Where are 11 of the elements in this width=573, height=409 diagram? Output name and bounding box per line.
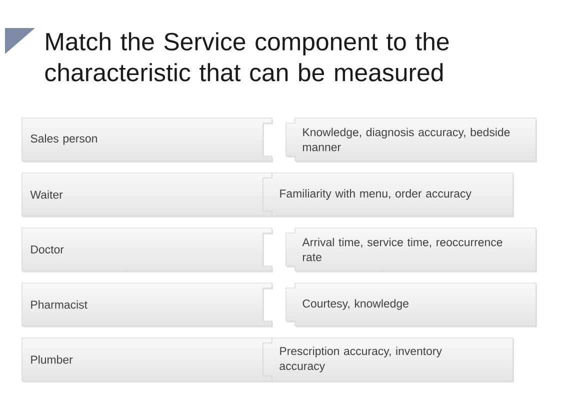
puzzle-piece: Prescription accuracy, inventory accuracy: [262, 338, 514, 382]
puzzle-piece: Waiter: [22, 172, 273, 218]
puzzle-piece: Courtesy, knowledge: [286, 282, 537, 328]
puzzle-piece: Pharmacist: [22, 282, 273, 328]
puzzle-piece: Sales person: [22, 118, 273, 162]
puzzle-piece: Plumber: [22, 338, 273, 382]
puzzle-piece: Knowledge, diagnosis accuracy, bedside manner: [286, 118, 537, 162]
puzzle-piece: Familiarity with menu, order accuracy: [262, 172, 514, 218]
title: Match the Service component to the characteristic that can be measured: [45, 32, 449, 82]
puzzle-piece: Doctor: [22, 228, 273, 272]
puzzle-piece: Arrival time, service time, reoccurrence rate: [286, 228, 537, 272]
